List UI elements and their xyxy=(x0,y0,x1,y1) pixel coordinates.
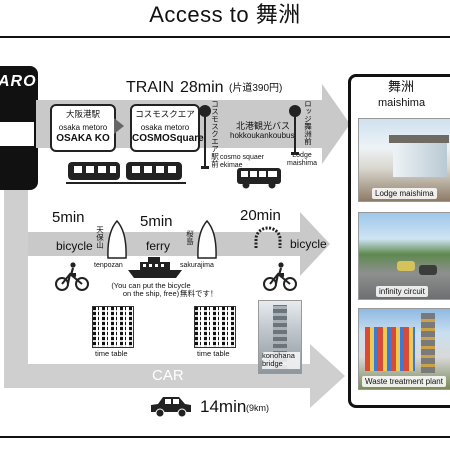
origin-label: ARO xyxy=(0,73,37,90)
ferry-label: ferry xyxy=(146,239,170,253)
destination-jp: 舞洲 xyxy=(388,79,415,94)
station-cosmosquare: コスモスクエア osaka metoro COSMOSquare xyxy=(130,104,204,152)
station-osaka-ko-line: osaka metoro xyxy=(58,123,108,132)
bridge-label: konohana bridge xyxy=(262,351,300,369)
car-time: 14min xyxy=(200,397,247,416)
tenpozan-en: tenpozan xyxy=(94,262,123,269)
bike-time-1: 5min xyxy=(52,209,85,226)
sakurajima-port-icon xyxy=(197,220,217,259)
plant-building xyxy=(365,327,415,371)
bicycle-icon-right xyxy=(263,262,297,291)
tenpozan-jp: 天保山 xyxy=(95,226,105,249)
timetable-label-1: time table xyxy=(95,349,128,358)
train-icon xyxy=(66,162,186,184)
bike-time-3: 20min xyxy=(240,207,281,224)
sakurajima-jp: 桜島 xyxy=(185,230,195,245)
timetable-label-2: time table xyxy=(197,349,230,358)
origin-white-bar xyxy=(0,122,34,146)
car-label: CAR xyxy=(152,367,184,384)
station-cosmosquare-line: osaka metoro xyxy=(140,123,190,132)
bus-stop-cosmo-icon xyxy=(199,105,211,169)
caption-lodge: Lodge maishima xyxy=(372,188,437,199)
stop-lodge-jp: ロッジ舞洲前 xyxy=(303,100,313,145)
bus-jp: 北港観光バス xyxy=(236,121,291,131)
car-distance: (9km) xyxy=(246,403,269,413)
station-osaka-ko-jp: 大阪港駅 xyxy=(65,109,100,119)
stop-cosmo-en: cosmo squaer ekimae xyxy=(220,154,264,169)
lodge-glass xyxy=(393,143,447,177)
stop-lodge-en: Lodge maishima xyxy=(287,152,317,167)
station-osaka-ko-name: OSAKA KO xyxy=(56,133,110,144)
bike-time-2: 5min xyxy=(140,213,173,230)
car-icon xyxy=(151,397,191,418)
bus-en: hokkoukankoubus xyxy=(230,131,295,140)
kart-1 xyxy=(397,261,415,271)
lodge-roof xyxy=(389,135,449,143)
station-arrow xyxy=(114,118,124,134)
tenpozan-port-icon xyxy=(107,220,127,259)
bus-icon xyxy=(237,168,281,189)
page-title: Access to 舞洲 xyxy=(149,2,301,27)
bicycle-label-left: bicycle xyxy=(56,239,93,253)
bicycle-icon-left xyxy=(55,262,89,291)
frame-bottom-line xyxy=(0,436,450,438)
photo-infinity-circuit xyxy=(358,212,450,300)
caption-circuit: infinity circuit xyxy=(376,286,428,297)
station-cosmosquare-name: COSMOSquare xyxy=(132,133,204,144)
train-label: TRAIN xyxy=(126,79,174,96)
bridge-arch-icon xyxy=(254,226,282,248)
frame-top-line xyxy=(0,36,450,38)
bicycle-arrow xyxy=(8,190,330,276)
station-cosmosquare-jp: コスモスクエア xyxy=(135,109,195,119)
car-arrow xyxy=(4,190,345,408)
ferry-note: (You can put the bicycle on the ship, fr… xyxy=(111,281,191,299)
caption-plant: Waste treatment plant xyxy=(362,376,446,387)
train-time: 28min xyxy=(180,79,224,96)
ferry-note-jp: 無料です！ xyxy=(180,289,218,298)
qr-code-timetable-2[interactable] xyxy=(194,306,236,348)
qr-code-timetable-1[interactable] xyxy=(92,306,134,348)
plant-chimney xyxy=(421,313,435,373)
kart-2 xyxy=(419,265,437,275)
ferry-ship-icon xyxy=(128,257,182,278)
destination-en: maishima xyxy=(378,97,426,109)
sakurajima-en: sakurajima xyxy=(180,262,214,269)
station-osaka-ko: 大阪港駅 osaka metoro OSAKA KO xyxy=(50,104,116,152)
bicycle-label-right: bicycle xyxy=(290,237,327,251)
stop-cosmo-jp: コスモスクエア駅前 xyxy=(210,100,220,168)
train-fare: (片道390円) xyxy=(229,83,283,94)
bus-stop-lodge-icon xyxy=(289,105,301,155)
